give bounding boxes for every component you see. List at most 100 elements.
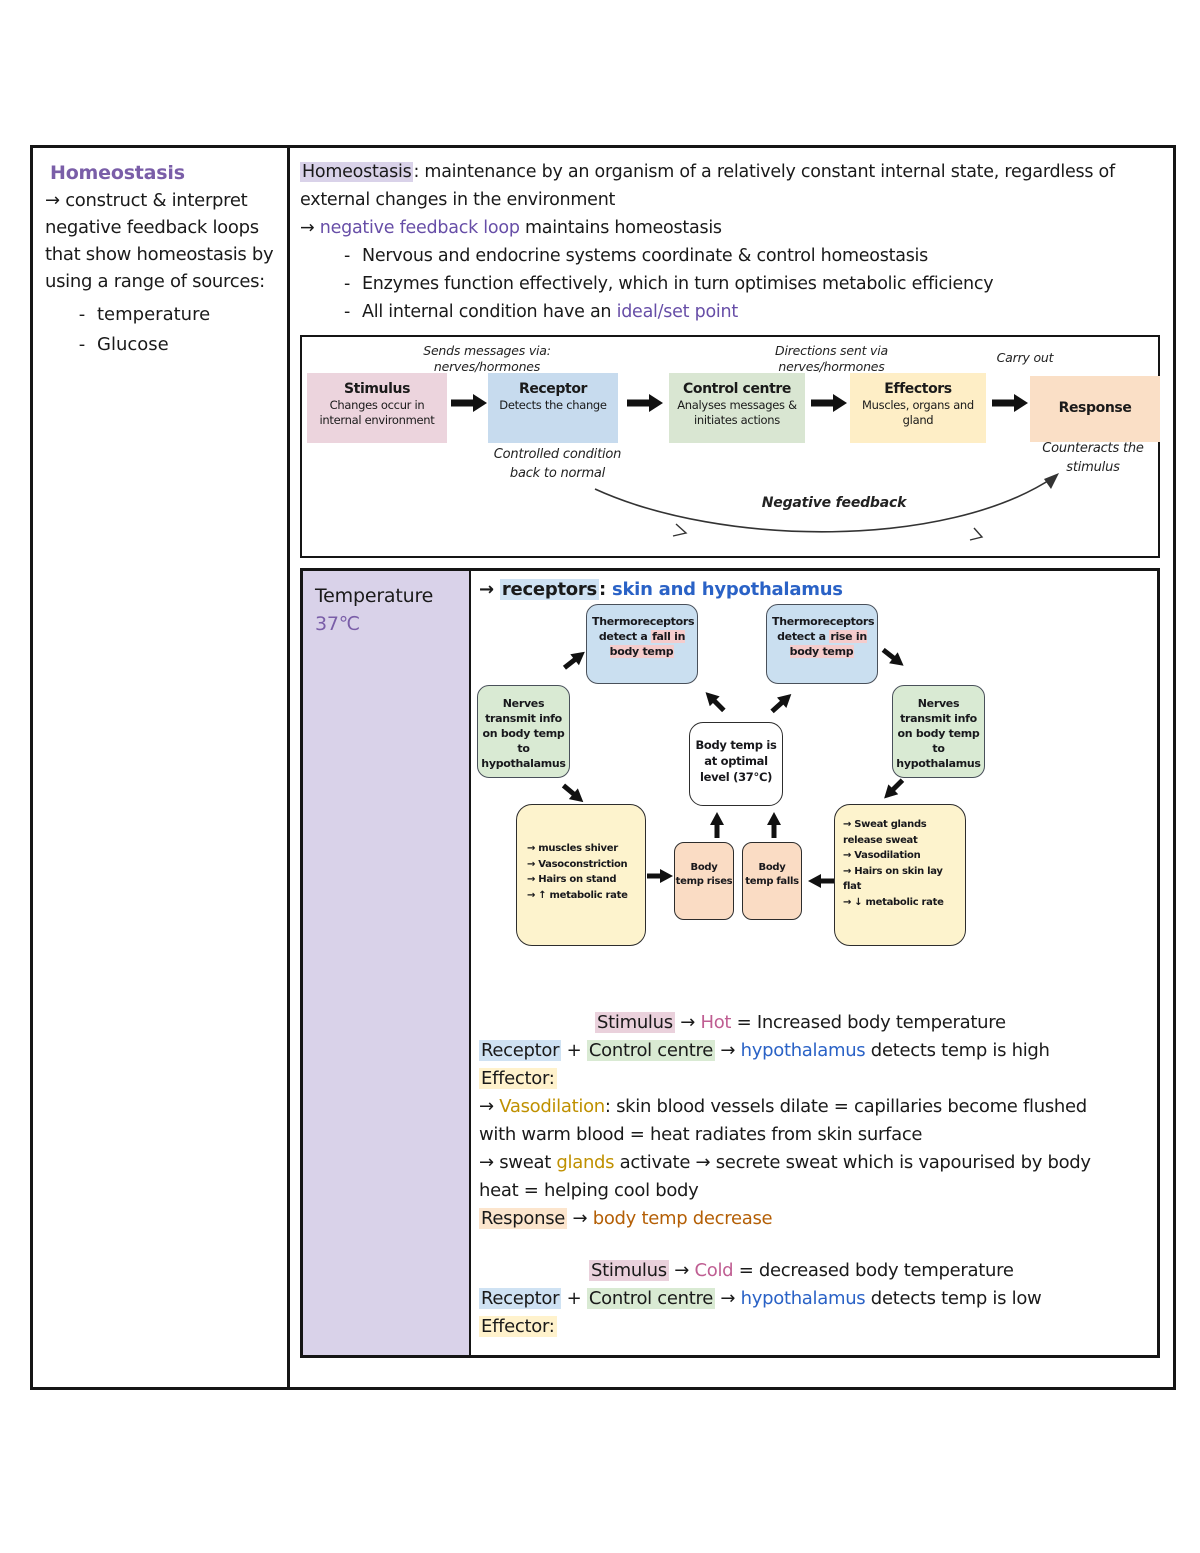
directions-sent-label: Directions sent via nerves/hormones xyxy=(775,343,888,374)
box-title: Stimulus xyxy=(343,381,411,397)
arrow-glyph: → xyxy=(715,1288,741,1309)
box-text: Thermoreceptors detect a xyxy=(592,615,695,643)
cycle-arrow-icon xyxy=(559,645,588,672)
temperature-header-cell: Temperature 37℃ xyxy=(303,571,471,1355)
effectors-box: Effectors Muscles, organs and gland xyxy=(850,373,986,443)
bullet-dash: - xyxy=(343,246,351,266)
line-text: : skin blood vessels dilate = capillarie… xyxy=(604,1096,1087,1117)
hot-response-box: → Sweat glands release sweat → Vasodilat… xyxy=(834,804,966,946)
cycle-arrow-icon xyxy=(808,874,834,889)
box-title: Response xyxy=(1058,400,1132,416)
action-line: → Vasodilation xyxy=(843,850,921,861)
arrow-glyph: → xyxy=(567,1208,593,1229)
cycle-arrow-icon xyxy=(767,688,796,716)
spacer xyxy=(479,1233,1149,1257)
box-title: Receptor xyxy=(518,381,588,397)
hypothalamus-term: hypothalamus xyxy=(740,1040,866,1061)
action-line: → Hairs on stand xyxy=(527,874,617,885)
line-text: = Increased body temperature xyxy=(731,1012,1006,1033)
action-line: → Sweat glands release sweat xyxy=(843,819,927,846)
definition-text: : maintenance by an organism of a relati… xyxy=(300,162,1115,210)
colon: : xyxy=(599,579,612,600)
flow-arrow-icon xyxy=(627,394,663,412)
effector-term: Effector: xyxy=(479,1316,557,1337)
action-line: → Hairs on skin lay flat xyxy=(843,865,943,893)
list-item-label: All internal condition have an ideal/set… xyxy=(362,298,738,326)
section-title: Homeostasis xyxy=(50,162,185,184)
cycle-arrow-icon xyxy=(766,812,781,838)
negative-feedback-label: Negative feedback xyxy=(761,495,907,511)
definition-paragraph: Homeostasis: maintenance by an organism … xyxy=(300,158,1160,214)
list-item-label: Nervous and endocrine systems coordinate… xyxy=(362,246,929,266)
feedback-loop-line: → negative feedback loop maintains homeo… xyxy=(300,214,1160,242)
receptors-location: skin and hypothalamus xyxy=(612,579,843,600)
line-text: activate → secrete sweat which is vapour… xyxy=(614,1152,1091,1173)
stimulus-term: Stimulus xyxy=(589,1260,669,1281)
box-subtitle: Changes occur in internal environment xyxy=(319,398,435,427)
sweat-glands-line: → sweat glands activate → secrete sweat … xyxy=(479,1149,1149,1177)
body-temp-rises-box: Body temp rises xyxy=(674,842,734,920)
vasodilation-line: → Vasodilation: skin blood vessels dilat… xyxy=(479,1093,1149,1121)
cold-stimulus-line: Stimulus → Cold = decreased body tempera… xyxy=(479,1257,1149,1285)
section-objective: → construct & interpret negative feedbac… xyxy=(45,190,274,292)
cycle-arrow-icon xyxy=(647,868,673,883)
stimulus-term: Stimulus xyxy=(595,1012,675,1033)
glands-term: glands xyxy=(556,1152,615,1173)
sweat-glands-line-2: heat = helping cool body xyxy=(479,1180,699,1201)
temperature-setpoint: 37℃ xyxy=(315,613,360,635)
list-item: - Enzymes function effectively, which in… xyxy=(300,270,1160,298)
plus-glyph: + xyxy=(561,1288,587,1309)
line-text: detects temp is low xyxy=(865,1288,1042,1309)
vasodilation-line-2: with warm blood = heat radiates from ski… xyxy=(479,1124,923,1145)
stimulus-box: Stimulus Changes occur in internal envir… xyxy=(307,373,447,443)
action-line: → ↓ metabolic rate xyxy=(843,896,944,908)
bullet-dash: - xyxy=(78,304,86,325)
line-text: → sweat xyxy=(479,1152,557,1173)
receptor-term: Receptor xyxy=(479,1288,562,1309)
right-notes-cell: Homeostasis: maintenance by an organism … xyxy=(290,148,1174,1387)
line-text: detects temp is high xyxy=(865,1040,1050,1061)
list-item-label: Glucose xyxy=(97,334,169,355)
arrow-glyph: → xyxy=(300,218,320,238)
controlled-condition-label: Controlled condition back to normal xyxy=(493,447,622,481)
cycle-arrow-icon xyxy=(560,779,589,806)
thermoreceptor-fall-box: Thermoreceptors detect a fall in body te… xyxy=(586,604,698,684)
flow-arrow-icon xyxy=(811,394,847,412)
arrow-glyph: → xyxy=(715,1040,741,1061)
receptor-term: Receptor xyxy=(479,1040,562,1061)
list-item: - Nervous and endocrine systems coordina… xyxy=(300,242,1160,270)
control-centre-term: Control centre xyxy=(586,1040,715,1061)
cold-effector-line: Effector: xyxy=(479,1313,1149,1341)
plus-glyph: + xyxy=(561,1040,587,1061)
receptors-line: → receptors: skin and hypothalamus xyxy=(477,579,1149,600)
counteracts-stimulus-label: Counteracts the stimulus xyxy=(1042,441,1144,475)
arrow-glyph: → xyxy=(674,1012,701,1033)
cold-response-box: → muscles shiver → Vasoconstriction → Ha… xyxy=(516,804,646,946)
source-list: - temperature - Glucose xyxy=(45,300,275,360)
hot-stimulus-line: Stimulus → Hot = Increased body temperat… xyxy=(479,1009,1149,1037)
bullet-dash: - xyxy=(343,274,351,294)
temperature-content-cell: → receptors: skin and hypothalamus Therm… xyxy=(471,571,1157,1355)
nerves-transmit-left-box: Nerves transmit info on body temp to hyp… xyxy=(477,685,570,778)
highlighted-term: Homeostasis xyxy=(300,162,414,182)
feedback-loop-text: maintains homeostasis xyxy=(519,218,722,238)
box-subtitle: Muscles, organs and gland xyxy=(862,398,974,427)
cold-term: Cold xyxy=(694,1260,734,1281)
nerves-transmit-right-box: Nerves transmit info on body temp to hyp… xyxy=(892,685,985,778)
effector-term: Effector: xyxy=(479,1068,557,1089)
feedback-flow-diagram: Sends messages via: nerves/hormones Dire… xyxy=(300,335,1160,558)
cycle-arrow-icon xyxy=(880,776,908,804)
line-text: = decreased body temperature xyxy=(733,1260,1014,1281)
action-line: → ↑ metabolic rate xyxy=(527,889,628,901)
box-title: Effectors xyxy=(884,381,952,397)
hot-receptor-line: Receptor + Control centre → hypothalamus… xyxy=(479,1037,1149,1065)
sends-messages-label: Sends messages via: nerves/hormones xyxy=(423,343,551,374)
temperature-table: Temperature 37℃ → receptors: skin and hy… xyxy=(300,568,1160,1358)
control-centre-term: Control centre xyxy=(586,1288,715,1309)
receptors-term: receptors xyxy=(499,579,600,600)
arrow-glyph: → xyxy=(668,1260,695,1281)
hot-term: Hot xyxy=(700,1012,732,1033)
flow-arrow-icon xyxy=(451,394,487,412)
cycle-arrow-icon xyxy=(879,643,908,670)
